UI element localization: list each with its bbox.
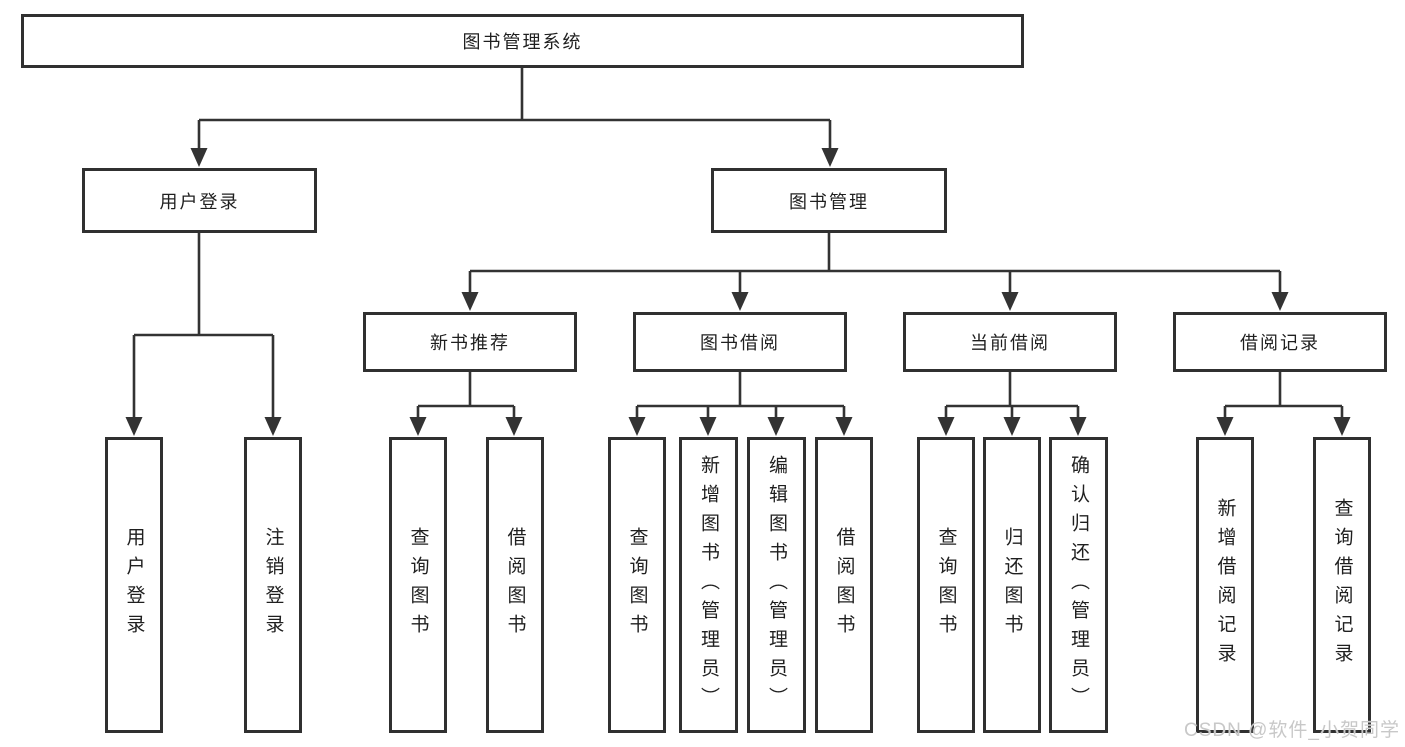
leaf-label: 确认归还（管理员）	[1068, 454, 1089, 716]
node-label: 图书管理	[789, 191, 869, 212]
leaf-label: 借阅图书	[833, 527, 855, 643]
leaf-label: 查询借阅记录	[1331, 498, 1353, 672]
leaf-current-confirm-return-admin: 确认归还（管理员）	[1049, 437, 1108, 733]
node-label: 当前借阅	[970, 333, 1050, 353]
node-label: 用户登录	[159, 191, 240, 212]
leaf-logout: 注销登录	[244, 437, 302, 733]
leaf-current-return-books: 归还图书	[983, 437, 1041, 733]
leaf-label: 查询图书	[407, 527, 429, 643]
leaf-label: 新增借阅记录	[1214, 498, 1236, 672]
node-user-login: 用户登录	[82, 168, 317, 233]
leaf-record-add-borrow-record: 新增借阅记录	[1196, 437, 1254, 733]
leaf-label: 注销登录	[262, 527, 284, 643]
leaf-label: 归还图书	[1001, 527, 1023, 643]
leaf-newbook-query-books: 查询图书	[389, 437, 447, 733]
leaf-borrow-edit-books-admin: 编辑图书（管理员）	[747, 437, 806, 733]
node-label: 借阅记录	[1240, 333, 1320, 353]
leaf-label: 编辑图书（管理员）	[766, 454, 787, 716]
leaf-label: 借阅图书	[504, 527, 526, 643]
leaf-borrow-borrow-books: 借阅图书	[815, 437, 873, 733]
leaf-record-query-borrow-record: 查询借阅记录	[1313, 437, 1371, 733]
node-label: 新书推荐	[430, 333, 510, 353]
node-new-book-recommend: 新书推荐	[363, 312, 577, 372]
node-book-borrowing: 图书借阅	[633, 312, 847, 372]
leaf-borrow-query-books: 查询图书	[608, 437, 666, 733]
node-book-management: 图书管理	[711, 168, 947, 233]
leaf-label: 查询图书	[935, 527, 957, 643]
leaf-newbook-borrow-books: 借阅图书	[486, 437, 544, 733]
node-label: 图书管理系统	[462, 32, 583, 52]
node-borrowing-records: 借阅记录	[1173, 312, 1387, 372]
leaf-label: 新增图书（管理员）	[698, 454, 719, 716]
leaf-user-login: 用户登录	[105, 437, 163, 733]
node-current-borrowing: 当前借阅	[903, 312, 1117, 372]
leaf-label: 用户登录	[123, 527, 145, 643]
watermark: CSDN @软件_小贺同学	[1184, 720, 1400, 741]
node-label: 图书借阅	[700, 333, 780, 353]
node-library-management-system: 图书管理系统	[21, 14, 1024, 68]
leaf-label: 查询图书	[626, 527, 648, 643]
leaf-borrow-add-books-admin: 新增图书（管理员）	[679, 437, 738, 733]
leaf-current-query-books: 查询图书	[917, 437, 975, 733]
